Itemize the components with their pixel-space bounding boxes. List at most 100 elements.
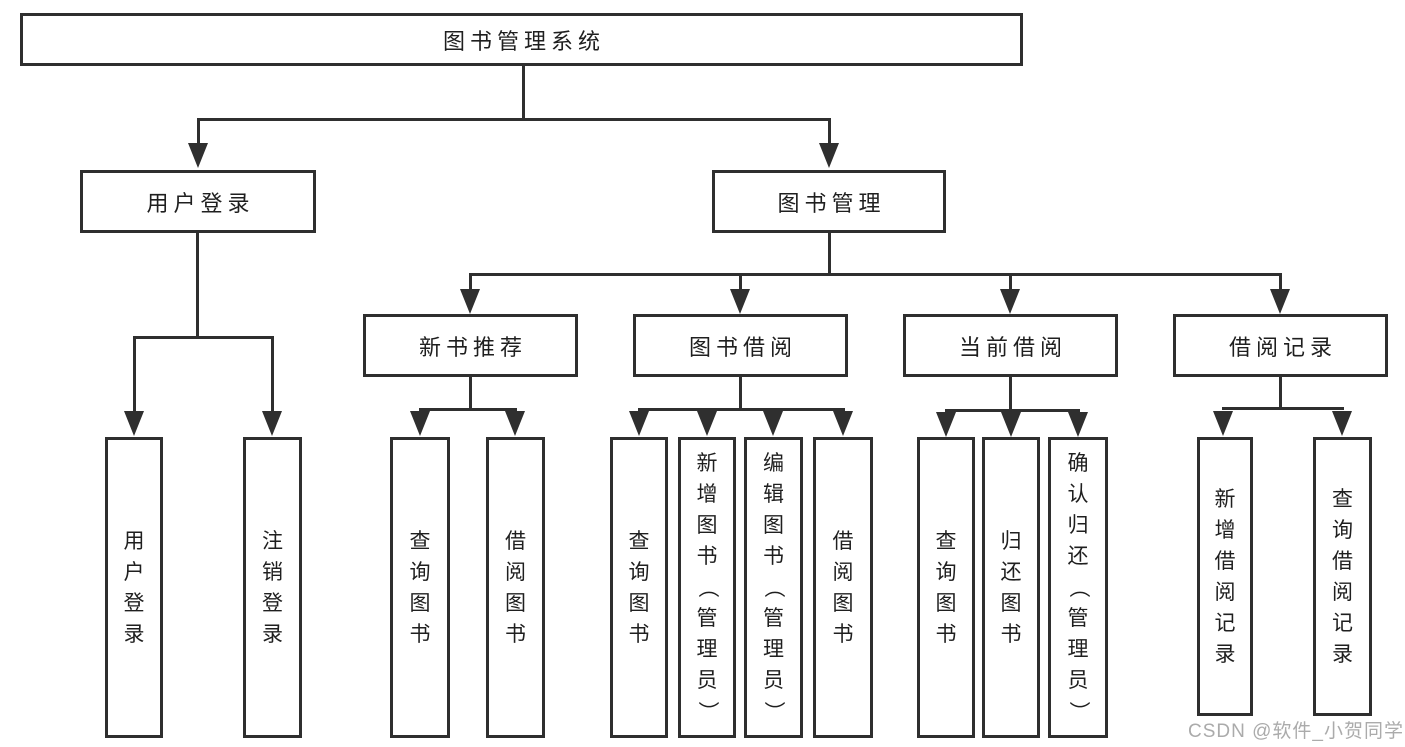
label-char: 查 [1332, 487, 1353, 511]
label-char: 辑 [763, 483, 784, 506]
label-char: ） [1066, 701, 1090, 722]
label-char: 询 [1332, 518, 1353, 542]
arrow-to-leaf-logout [262, 411, 282, 436]
leaf-query-books-1: 查询图书 [390, 437, 450, 738]
node-root-label: 图书管理系统 [442, 28, 605, 54]
label-char: 员 [1067, 669, 1089, 692]
label-char: 登 [123, 591, 145, 615]
arrow-to-leaf-query-2 [629, 411, 649, 436]
label-char: 理 [763, 638, 784, 661]
label-char: 查 [628, 529, 650, 553]
label-char: 还 [1000, 560, 1022, 584]
arrow-to-leaf-add-book [697, 411, 717, 436]
label-char: 增 [696, 483, 718, 506]
label-char: 登 [262, 591, 283, 615]
connector-book-mgmt-drop [828, 118, 831, 146]
connector-borrow-records-drop [1279, 273, 1282, 291]
leaf-add-borrow-record: 新增借阅记录 [1197, 437, 1253, 716]
connector-current-borrow-drop [1009, 273, 1012, 291]
node-current-borrow: 当前借阅 [903, 314, 1118, 377]
label-char: 阅 [505, 560, 526, 584]
node-new-book-recommend: 新书推荐 [363, 314, 578, 377]
label-char: 书 [628, 622, 650, 646]
label-char: 还 [1067, 545, 1089, 568]
label-char: 用 [123, 529, 145, 553]
arrow-to-book-borrow [730, 289, 750, 314]
label-char: 书 [832, 622, 854, 646]
label-char: 归 [1067, 514, 1089, 537]
label-char: 图 [696, 514, 718, 537]
label-char: 图 [832, 591, 854, 615]
leaf-borrow-books-1: 借阅图书 [486, 437, 545, 738]
label-char: 阅 [1214, 580, 1236, 604]
arrow-to-current-borrow [1000, 289, 1020, 314]
connector-level3-hline [469, 273, 1281, 276]
label-char: 借 [505, 529, 526, 553]
connector-borrow-records-stub [1279, 377, 1282, 407]
connector-book-borrow-hline [638, 408, 845, 411]
connector-current-borrow-stub [1009, 377, 1012, 409]
node-user-login: 用户登录 [80, 170, 316, 233]
node-book-management-label: 图书管理 [777, 190, 886, 216]
label-char: 阅 [832, 560, 854, 584]
label-char: （ [762, 577, 785, 598]
connector-leaf-logout-drop [271, 336, 274, 412]
leaf-return-book: 归还图书 [982, 437, 1040, 738]
connector-new-books-drop [469, 273, 472, 291]
label-char: 销 [262, 560, 283, 584]
label-char: 注 [262, 529, 283, 553]
label-char: 图 [763, 514, 784, 537]
connector-leaf-login-drop [133, 336, 136, 412]
connector-user-login-drop [197, 118, 200, 146]
node-root: 图书管理系统 [20, 13, 1023, 66]
label-char: 书 [505, 622, 526, 646]
label-char: 阅 [1332, 580, 1353, 604]
connector-user-login-stub [196, 233, 199, 336]
label-char: 查 [935, 529, 957, 553]
label-char: 询 [628, 560, 650, 584]
leaf-query-borrow-record: 查询借阅记录 [1313, 437, 1372, 716]
label-char: 录 [1332, 642, 1353, 666]
label-char: 管 [696, 607, 718, 630]
label-char: 书 [763, 545, 784, 568]
label-char: 书 [1000, 622, 1022, 646]
arrow-to-book-mgmt [819, 143, 839, 168]
node-book-borrow: 图书借阅 [633, 314, 848, 377]
node-borrow-records: 借阅记录 [1173, 314, 1388, 377]
node-new-book-recommend-label: 新书推荐 [418, 334, 527, 360]
arrow-to-borrow-records [1270, 289, 1290, 314]
label-char: 新 [1214, 487, 1236, 511]
label-char: 录 [1214, 642, 1236, 666]
connector-root-stub [522, 66, 525, 118]
label-char: 增 [1214, 518, 1236, 542]
label-char: 询 [409, 560, 431, 584]
label-char: 归 [1000, 529, 1022, 553]
leaf-confirm-return-admin: 确认归还（管理员） [1048, 437, 1108, 738]
label-char: 户 [123, 560, 145, 584]
label-char: ） [762, 701, 785, 722]
label-char: 记 [1332, 611, 1353, 635]
label-char: 图 [1000, 591, 1022, 615]
connector-user-login-hline [133, 336, 274, 339]
connector-book-borrow-stub [739, 377, 742, 408]
node-book-borrow-label: 图书借阅 [688, 334, 797, 360]
arrow-to-leaf-login [124, 411, 144, 436]
label-char: 借 [832, 529, 854, 553]
label-char: ） [695, 701, 719, 722]
arrow-to-new-books [460, 289, 480, 314]
leaf-user-login: 用户登录 [105, 437, 163, 738]
connector-new-books-hline [419, 408, 517, 411]
label-char: 图 [409, 591, 431, 615]
label-char: 询 [935, 560, 957, 584]
label-char: 管 [763, 607, 784, 630]
connector-new-books-stub [469, 377, 472, 408]
label-char: （ [695, 577, 719, 598]
label-char: 图 [935, 591, 957, 615]
label-char: （ [1066, 577, 1090, 598]
label-char: 查 [409, 529, 431, 553]
label-char: 录 [262, 622, 283, 646]
leaf-edit-book-admin: 编辑图书（管理员） [744, 437, 803, 738]
label-char: 书 [409, 622, 431, 646]
arrow-to-leaf-query-3 [936, 412, 956, 437]
